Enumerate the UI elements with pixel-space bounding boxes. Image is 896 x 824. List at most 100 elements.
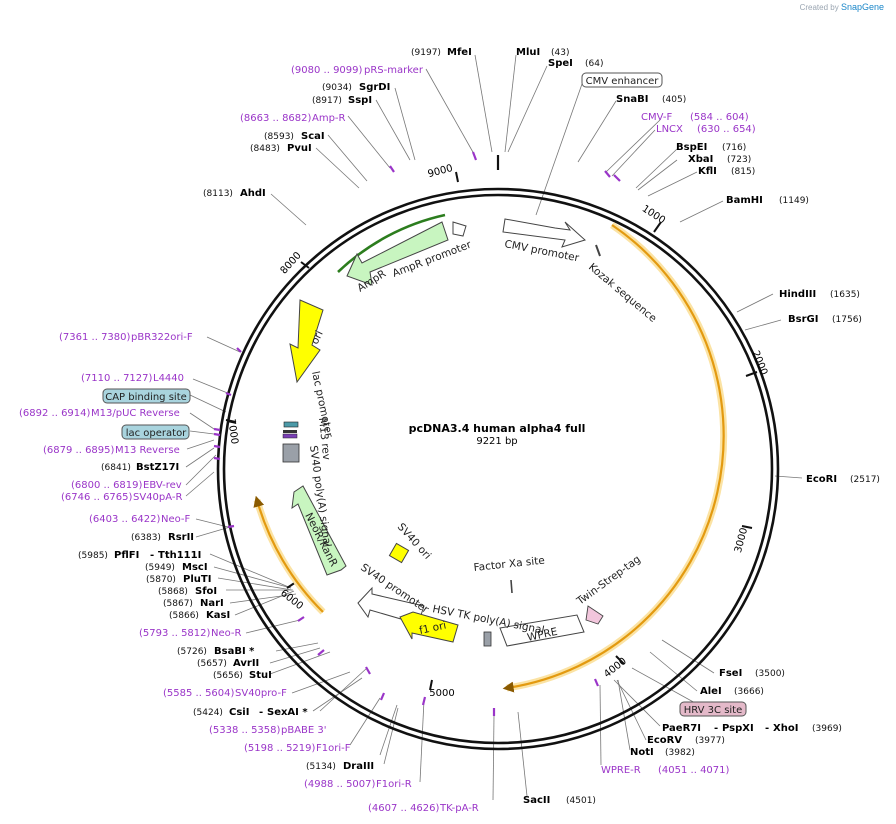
pos-stui: (5656) — [213, 671, 243, 681]
enzyme-sgrdi: SgrDI — [359, 82, 390, 93]
primer-cmv-f: CMV-F — [641, 112, 672, 123]
pos-scai: (8593) — [264, 132, 294, 142]
primer-range-sv40pa-r: (6746 .. 6765) — [61, 492, 133, 503]
primer-m13-puc-reverse: M13/pUC Reverse — [91, 408, 180, 419]
pos-xbai: (723) — [727, 155, 751, 165]
pos-mfei: (9197) — [411, 48, 441, 58]
m13-rev-mark — [283, 430, 297, 433]
enzyme-alei: AleI — [700, 686, 722, 697]
pos-bamhi: (1149) — [779, 196, 809, 206]
enzyme-msci: MscI — [182, 562, 208, 573]
enzyme-draiii: DraIII — [343, 761, 374, 772]
dash-pspxi: - — [714, 723, 718, 734]
twin-strep-mark — [585, 605, 604, 625]
insert-orf — [253, 222, 728, 693]
enzyme-hindiii: HindIII — [779, 289, 816, 300]
primer-f1ori-r: F1ori-R — [376, 779, 412, 790]
boxed-feature-cap-binding-site: CAP binding site — [102, 388, 191, 404]
label-m13-rev: M13 rev — [316, 417, 332, 461]
primer-range-pbr322ori-f: (7361 .. 7380) — [59, 332, 131, 343]
enzyme-avrii: AvrII — [233, 658, 259, 669]
label-kozak: Kozak sequence — [586, 261, 659, 325]
enzyme-rsrii: RsrII — [168, 532, 194, 543]
pos-ecorv: (3977) — [695, 736, 725, 746]
primer-range-neo-r: (5793 .. 5812) — [139, 628, 211, 639]
snapgene-logo: SnapGene — [840, 2, 884, 12]
factor-xa-mark — [510, 579, 513, 594]
primer-prs-marker: pRS-marker — [364, 65, 424, 76]
pos-pflfi: (5985) — [78, 551, 108, 561]
enzyme-ahdi: AhdI — [240, 188, 266, 199]
feature-arrows — [282, 213, 604, 647]
pos-bstz17i: (6841) — [101, 463, 131, 473]
enzyme-pluti: PluTI — [183, 574, 211, 585]
pos-snabi: (405) — [662, 95, 686, 105]
label-f1-ori: f1 ori — [418, 620, 447, 637]
enzyme-xbai: XbaI — [688, 154, 713, 165]
primer-range-wpre-r: (4051 .. 4071) — [658, 765, 730, 776]
plasmid-name: pcDNA3.4 human alpha4 full — [409, 422, 586, 435]
pos-pluti: (5870) — [146, 575, 176, 585]
primer-lncx: LNCX — [656, 124, 683, 135]
primer-pbr322ori-f: pBR322ori-F — [131, 332, 193, 343]
pos-hindiii: (1635) — [830, 290, 860, 300]
primer-range-cmv-f: (584 .. 604) — [690, 112, 749, 123]
pos-pvui: (8483) — [250, 144, 280, 154]
lac-promoter-mark — [283, 421, 299, 428]
boxed-feature-cmv-enhancer: CMV enhancer — [581, 72, 663, 88]
enzyme-xhoi: XhoI — [773, 723, 798, 734]
cap-mark — [282, 433, 298, 439]
enzyme-sexai: SexAI * — [267, 707, 308, 718]
enzyme-pflfi: PflFI — [114, 550, 139, 561]
enzyme-csii: CsiI — [229, 707, 249, 718]
ampr-strand-line — [337, 213, 446, 273]
pos-bsabi: (5726) — [177, 647, 207, 657]
pos-msci: (5949) — [145, 563, 175, 573]
enzyme-paer7i: PaeR7I — [662, 723, 701, 734]
pos-sspi: (8917) — [312, 96, 342, 106]
ori-arrow — [289, 299, 324, 384]
tick-label-5000: 5000 — [429, 688, 454, 699]
enzyme-sfoi: SfoI — [195, 586, 217, 597]
label-factor-xa: Factor Xa site — [473, 555, 545, 574]
enzyme-nari: NarI — [200, 598, 224, 609]
pos-ecori: (2517) — [850, 475, 880, 485]
enzyme-stui: StuI — [249, 670, 272, 681]
primer-range-m13-puc-reverse: (6892 .. 6914) — [19, 408, 91, 419]
primer-range-lncx: (630 .. 654) — [697, 124, 756, 135]
leader-lines — [185, 54, 803, 801]
enzyme-pvui: PvuI — [287, 143, 312, 154]
pos-paer7i: (3969) — [812, 724, 842, 734]
lac-operator-label: lac operator — [126, 428, 187, 439]
enzyme-kasi: KasI — [206, 610, 230, 621]
enzyme-bstz17i: BstZ17I — [136, 462, 179, 473]
primer-range-amp-r: (8663 .. 8682) — [240, 113, 312, 124]
enzyme-snabi: SnaBI — [616, 94, 648, 105]
primer-neo-r: Neo-R — [211, 628, 242, 639]
pos-ahdi: (8113) — [203, 189, 233, 199]
pos-noti: (3982) — [665, 748, 695, 758]
dash-sexai: - — [259, 707, 263, 718]
label-ori: ori — [309, 329, 326, 347]
pos-mlui: (43) — [551, 48, 569, 58]
cmv-enhancer-label: CMV enhancer — [586, 76, 660, 87]
pos-sgrdi: (9034) — [322, 83, 352, 93]
enzyme-mfei: MfeI — [447, 47, 472, 58]
primer-wpre-r: WPRE-R — [601, 765, 641, 776]
primer-range-l4440: (7110 .. 7127) — [81, 373, 153, 384]
tick-label-4000: 4000 — [602, 656, 629, 680]
hsv-tk-polya-block — [483, 631, 492, 647]
tick-label-7000: 7000 — [225, 418, 239, 445]
pos-sfoi: (5868) — [158, 587, 188, 597]
dash-tth111i: - — [150, 550, 154, 561]
snapgene-credit: Created by SnapGene — [800, 2, 884, 12]
primer-labels: (9080 .. 9099) pRS-marker (8663 .. 8682)… — [19, 65, 756, 814]
pos-spei: (64) — [585, 59, 603, 69]
enzyme-sacii: SacII — [523, 795, 550, 806]
tick-label-1000: 1000 — [640, 203, 667, 226]
tick-label-3000: 3000 — [733, 527, 750, 554]
pos-sacii: (4501) — [566, 796, 596, 806]
primer-f1ori-f: F1ori-F — [316, 743, 351, 754]
primer-range-ebv-rev: (6800 .. 6819) — [71, 480, 143, 491]
